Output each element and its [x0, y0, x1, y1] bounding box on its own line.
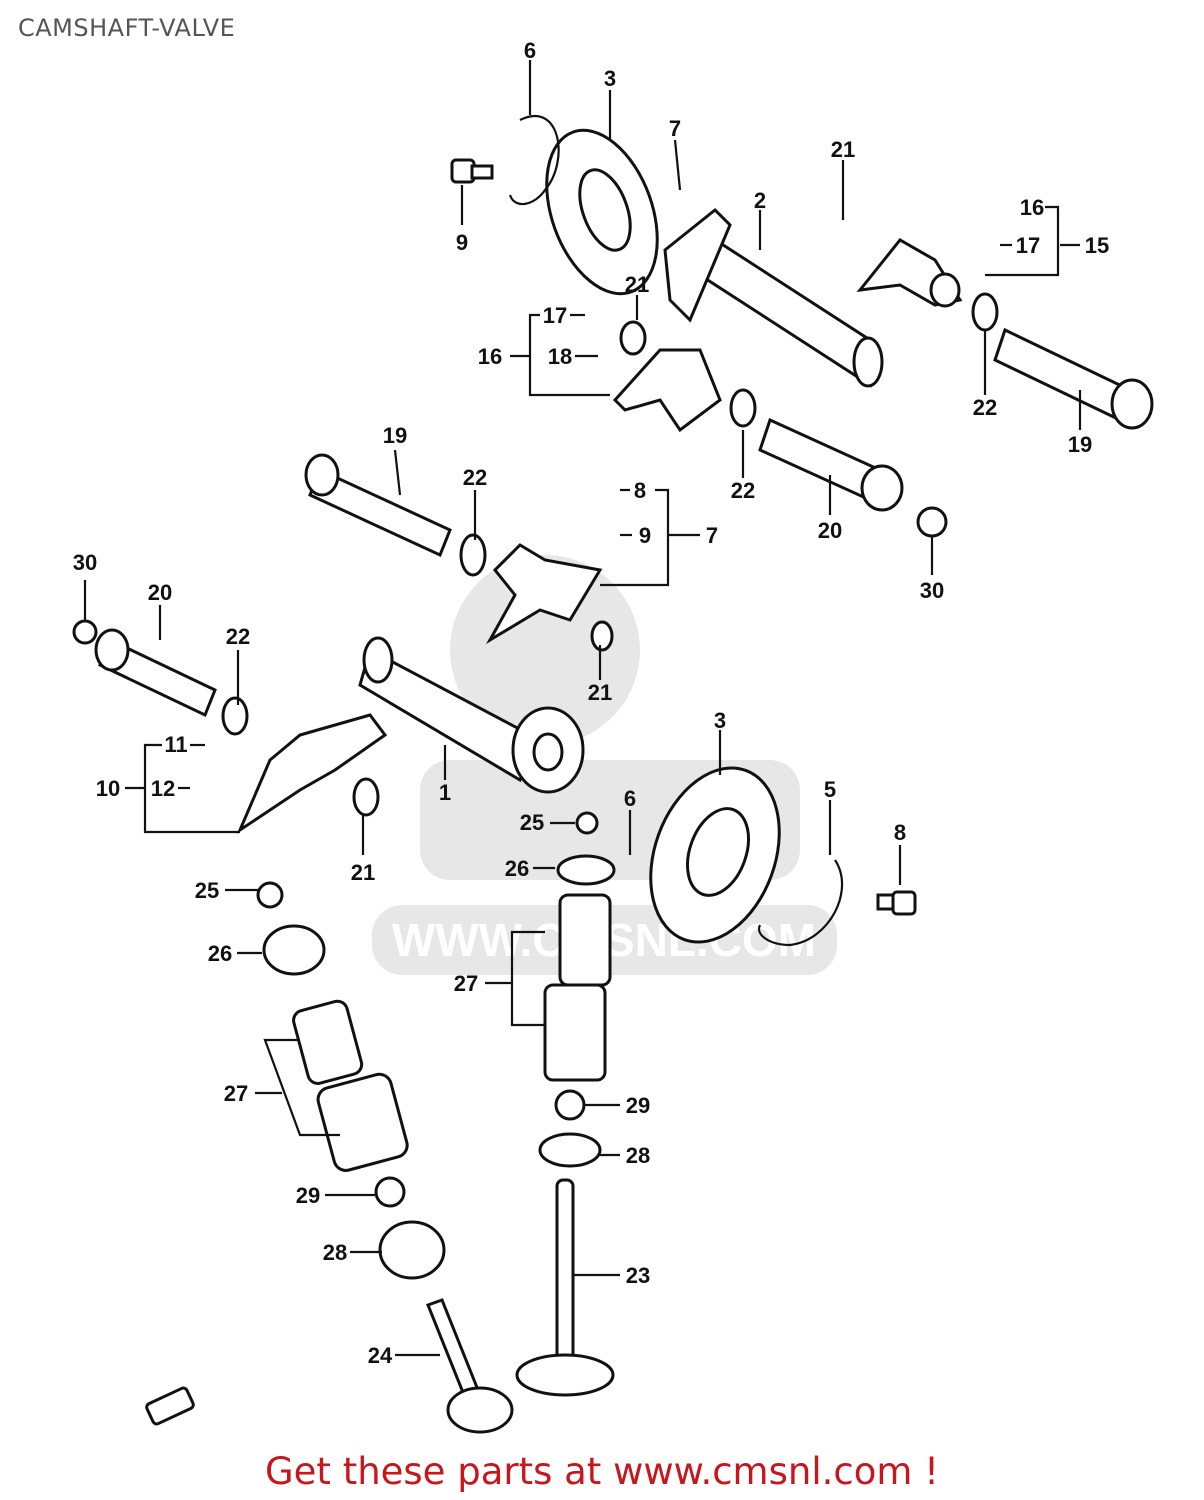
callout-28-left: 28	[323, 1240, 347, 1265]
callout-30-right: 30	[920, 578, 944, 603]
camshaft-lower	[358, 636, 585, 794]
callout-22-d: 22	[226, 624, 250, 649]
rocker-shaft-19-lower	[304, 453, 487, 577]
callout-9: 9	[639, 523, 651, 548]
callout-19-upper: 19	[1068, 432, 1092, 457]
callout-6-lower: 8	[894, 820, 906, 845]
keeper-25-left	[256, 881, 284, 909]
sprocket-lower	[649, 766, 781, 944]
callout-4-upper: 6	[524, 38, 536, 63]
spring-27-right	[543, 893, 612, 1082]
callout-5-upper: 7	[669, 116, 681, 141]
callout-29-left: 29	[296, 1183, 320, 1208]
clip-upper	[508, 114, 560, 206]
callout-21-d: 21	[351, 860, 375, 885]
callout-20-upper: 20	[818, 518, 842, 543]
footer-link[interactable]: Get these parts at www.cmsnl.com !	[264, 1450, 939, 1493]
keeper-25-right	[575, 811, 599, 835]
rocker-shaft-20-lower	[72, 619, 249, 736]
callout-21-c: 21	[588, 680, 612, 705]
seat-28-right	[538, 1132, 602, 1168]
callout-18: 18	[548, 344, 572, 369]
leader-lines	[83, 60, 1082, 1357]
bolt-lower	[876, 890, 917, 916]
callout-21-a: 21	[831, 137, 855, 162]
small-part-corner	[145, 1386, 195, 1426]
camshaft-upper	[663, 207, 884, 388]
callout-16: 16	[478, 344, 502, 369]
page-title: CAMSHAFT-VALVE	[18, 14, 236, 42]
callout-5-lower: 6	[624, 786, 636, 811]
callout-26-left: 26	[208, 941, 232, 966]
callout-29-right: 29	[626, 1093, 650, 1118]
seat-28-left	[378, 1220, 446, 1280]
callout-17: 17	[543, 303, 567, 328]
callout-4-lower: 5	[824, 777, 836, 802]
callout-14: 16	[1020, 195, 1044, 220]
dowel-30-right	[916, 506, 948, 538]
retainer-26-right	[556, 854, 616, 886]
seal-29-left	[374, 1176, 406, 1208]
callout-28-right: 28	[626, 1143, 650, 1168]
callout-22-c: 22	[463, 465, 487, 490]
bolt-upper	[450, 158, 494, 184]
rocker-arm-16	[612, 320, 722, 433]
callout-7: 7	[706, 523, 718, 548]
rocker-arm-13	[856, 238, 963, 308]
callout-27-right: 27	[454, 971, 478, 996]
callout-10: 10	[96, 776, 120, 801]
callout-25-right: 25	[520, 810, 544, 835]
callout-labels: 6 3 7 9 2 21 16 17 15 22 19 21 17 16 18 …	[73, 38, 1109, 1368]
callout-12: 12	[151, 776, 175, 801]
callout-15: 17	[1016, 233, 1040, 258]
callout-19-lower: 19	[383, 423, 407, 448]
clip-lower	[757, 859, 844, 947]
callout-20-lower: 20	[148, 580, 172, 605]
rocker-shaft-20-upper	[729, 388, 904, 512]
callout-23: 23	[626, 1263, 650, 1288]
valve-24	[426, 1298, 514, 1434]
spring-27-left	[292, 999, 409, 1172]
callout-11: 11	[164, 732, 187, 757]
callout-13: 15	[1085, 233, 1109, 258]
callout-22-a: 22	[973, 395, 997, 420]
callout-8: 8	[634, 478, 646, 503]
rocker-arm-7	[485, 543, 614, 652]
callout-6-upper: 9	[456, 230, 468, 255]
callout-21-b: 21	[625, 272, 649, 297]
callout-1: 1	[439, 780, 451, 805]
callout-3-lower: 3	[714, 708, 726, 733]
seal-29-right	[554, 1089, 586, 1121]
sprocket-upper	[545, 128, 659, 296]
callout-26-right: 26	[505, 856, 529, 881]
callout-24: 24	[368, 1343, 393, 1368]
callout-2: 2	[754, 188, 766, 213]
callout-30-left: 30	[73, 550, 97, 575]
callout-27-left: 27	[224, 1081, 248, 1106]
callout-3-upper: 3	[604, 66, 616, 91]
rocker-arm-10	[236, 713, 388, 835]
callout-25-left: 25	[195, 878, 219, 903]
retainer-26-left	[262, 924, 326, 976]
rocker-shaft-19-upper	[971, 292, 1154, 430]
callout-22-b: 22	[731, 478, 755, 503]
valve-23	[515, 1178, 615, 1397]
